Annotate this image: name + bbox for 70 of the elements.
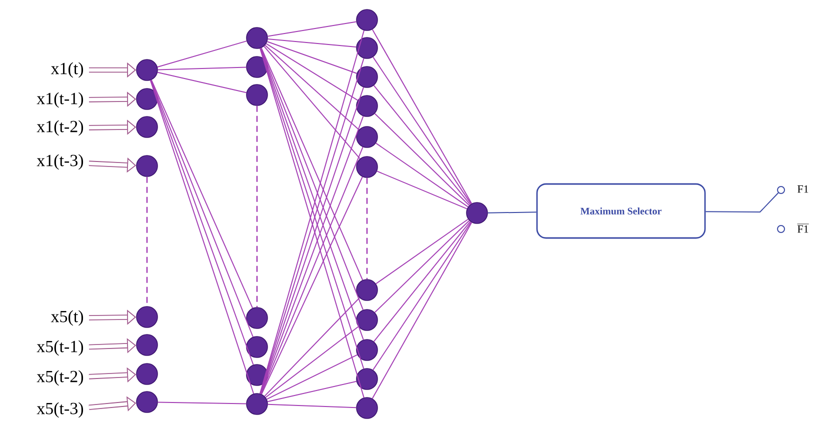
connection-line — [267, 404, 357, 408]
selector-box: Maximum Selector — [536, 183, 706, 239]
neuron-circle — [356, 156, 378, 178]
neuron-circle — [246, 56, 268, 78]
connection-line — [265, 326, 359, 398]
input-label: x1(t) — [50, 62, 84, 78]
connection-line — [375, 218, 469, 284]
neuron-circle — [136, 363, 158, 385]
neuron-circle — [356, 66, 378, 88]
connection-line — [264, 44, 360, 130]
connection-line — [374, 113, 470, 206]
neuron-circle — [136, 391, 158, 413]
connection-line — [372, 56, 472, 204]
neuron-circle — [466, 202, 488, 224]
neuron-circle — [356, 309, 378, 331]
neuron-circle — [246, 336, 268, 358]
neuron-circle — [246, 393, 268, 415]
connection-line — [156, 40, 248, 68]
input-label: x5(t-2) — [36, 370, 84, 386]
input-label: x1(t-3) — [36, 154, 84, 170]
input-label: x5(t-3) — [36, 402, 84, 418]
dashed-line — [366, 178, 368, 280]
neuron-circle — [356, 397, 378, 419]
connection-line — [266, 41, 358, 74]
connection-line — [264, 46, 360, 160]
connection-line — [487, 212, 537, 214]
connection-line — [376, 170, 468, 210]
connection-line — [372, 222, 472, 370]
connection-line — [266, 43, 358, 101]
neuron-circle — [136, 306, 158, 328]
connection-line — [375, 142, 469, 208]
connection-line — [157, 402, 247, 404]
neuron-circle — [356, 126, 378, 148]
dashed-line — [256, 106, 258, 308]
neuron-circle — [136, 59, 158, 81]
neuron-circle — [356, 279, 378, 301]
connection-line — [373, 221, 471, 342]
connection-line — [266, 354, 358, 400]
neuron-circle — [136, 334, 158, 356]
neuron-circle — [356, 368, 378, 390]
connection-line — [264, 297, 360, 397]
neuron-circle — [136, 88, 158, 110]
neuron-circle — [356, 95, 378, 117]
neuron-circle — [246, 84, 268, 106]
connection-line — [373, 84, 471, 206]
neuron-circle — [136, 155, 158, 177]
connection-line — [267, 21, 357, 37]
connection-line — [372, 28, 472, 204]
neuron-circle — [246, 27, 268, 49]
neuron-circle — [356, 9, 378, 31]
switch-contact — [777, 225, 785, 233]
connection-line — [267, 380, 357, 402]
connection-line — [267, 38, 357, 48]
neuron-circle — [356, 339, 378, 361]
connection-line — [372, 222, 472, 400]
connection-line — [157, 72, 247, 94]
input-label: x1(t-1) — [36, 92, 84, 108]
neuron-circle — [356, 37, 378, 59]
input-label: x5(t) — [50, 310, 84, 326]
neuron-circle — [136, 116, 158, 138]
connection-line — [157, 66, 247, 70]
input-label: x5(t-1) — [36, 340, 84, 356]
switch-contact — [777, 186, 785, 194]
neuron-circle — [246, 364, 268, 386]
switch-label: F1 — [798, 185, 808, 193]
input-label: x1(t-2) — [36, 120, 84, 136]
switch-label: $\overline{\mathrm{F1}}$ — [797, 224, 809, 233]
connection-line — [705, 192, 779, 212]
neuron-circle — [246, 307, 268, 329]
connection-line — [374, 220, 470, 313]
